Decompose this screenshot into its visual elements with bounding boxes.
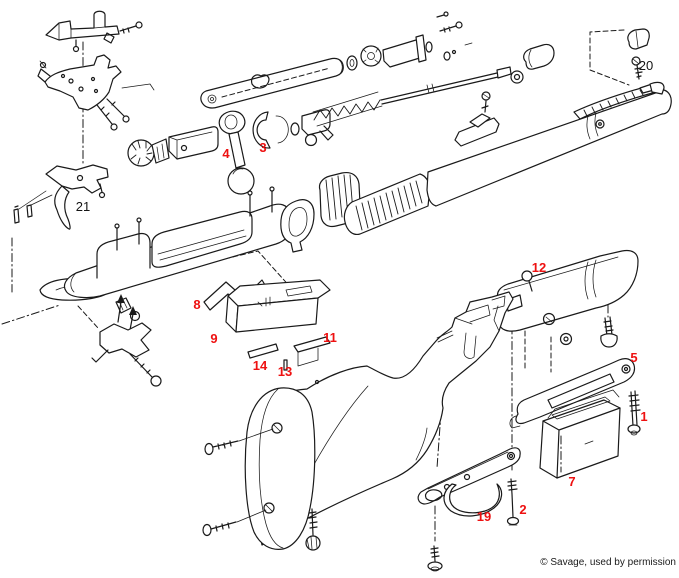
bolt-body [200, 57, 344, 109]
magazine-box [539, 389, 621, 479]
part-label-19: 19 [477, 509, 491, 524]
part-label-9: 9 [210, 331, 217, 346]
front-sight [454, 91, 500, 147]
bolt-handle [218, 110, 255, 195]
guard-front-screw [506, 478, 520, 526]
part-label-3: 3 [259, 140, 266, 155]
bolt-baffle [252, 111, 289, 149]
cocking-piece [290, 109, 334, 147]
part-label-11: 11 [323, 330, 337, 345]
scope-mount-upper-bracket [45, 10, 143, 53]
rear-sight [573, 81, 665, 120]
recoil-lug [280, 199, 315, 253]
guard-screw-rear [627, 390, 641, 436]
bolt-head [127, 138, 170, 167]
guard-plate [509, 358, 636, 429]
butt-pad-screws [202, 428, 274, 537]
barrel [343, 89, 672, 236]
part-label-14: 14 [253, 358, 268, 373]
part-label-1: 1 [640, 409, 647, 424]
rear-action-screw [305, 508, 321, 551]
part-label-4: 4 [222, 146, 230, 161]
part-label-2: 2 [519, 502, 526, 517]
magazine-follower [225, 279, 331, 333]
trigger-guard [417, 447, 521, 517]
bolt-collar [168, 126, 219, 160]
scope-mount-lower-bracket [37, 54, 155, 131]
sear-assembly [91, 294, 162, 387]
follower-small-parts [247, 336, 331, 371]
floorplate-assembly [496, 249, 639, 348]
part-label-21: 21 [76, 199, 90, 214]
firing-pin-spring [312, 91, 383, 127]
butt-pad [244, 387, 316, 550]
part-label-7: 7 [568, 474, 575, 489]
part-label-13: 13 [278, 364, 292, 379]
trigger-assembly [13, 164, 109, 230]
part-label-20: 20 [639, 58, 653, 73]
sight-hood [627, 28, 650, 50]
rear-sight-screw [631, 56, 643, 80]
front-action-screw [427, 545, 443, 572]
firing-pin [380, 43, 555, 105]
part-label-5: 5 [630, 350, 637, 365]
part-label-12: 12 [532, 260, 546, 275]
part-label-8: 8 [193, 297, 200, 312]
striker-assembly [346, 11, 473, 71]
copyright-text: © Savage, used by permission [540, 557, 676, 568]
receiver [39, 186, 291, 301]
